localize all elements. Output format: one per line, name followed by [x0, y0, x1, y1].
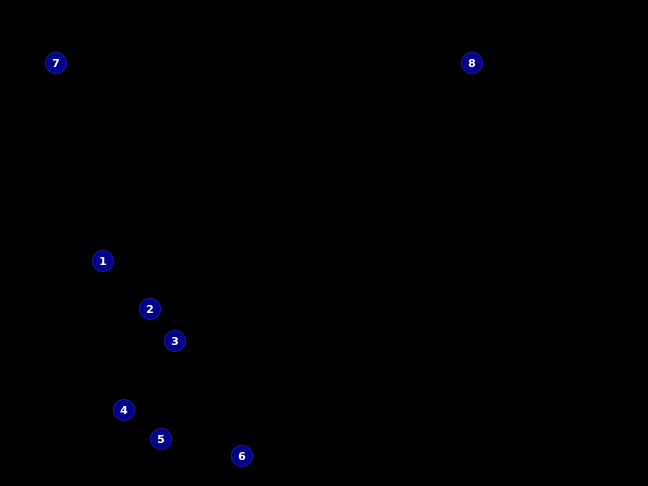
numbered-marker-3[interactable]: 3	[164, 330, 186, 352]
numbered-marker-4[interactable]: 4	[113, 399, 135, 421]
numbered-marker-7[interactable]: 7	[45, 52, 67, 74]
marker-label: 6	[238, 449, 246, 463]
numbered-marker-6[interactable]: 6	[231, 445, 253, 467]
numbered-marker-1[interactable]: 1	[92, 250, 114, 272]
marker-label: 3	[171, 334, 179, 348]
marker-label: 7	[52, 56, 60, 70]
marker-label: 2	[146, 302, 154, 316]
numbered-marker-8[interactable]: 8	[461, 52, 483, 74]
marker-label: 8	[468, 56, 476, 70]
marker-label: 1	[99, 254, 107, 268]
marker-label: 5	[157, 432, 165, 446]
marker-label: 4	[120, 403, 128, 417]
numbered-marker-2[interactable]: 2	[139, 298, 161, 320]
numbered-marker-5[interactable]: 5	[150, 428, 172, 450]
